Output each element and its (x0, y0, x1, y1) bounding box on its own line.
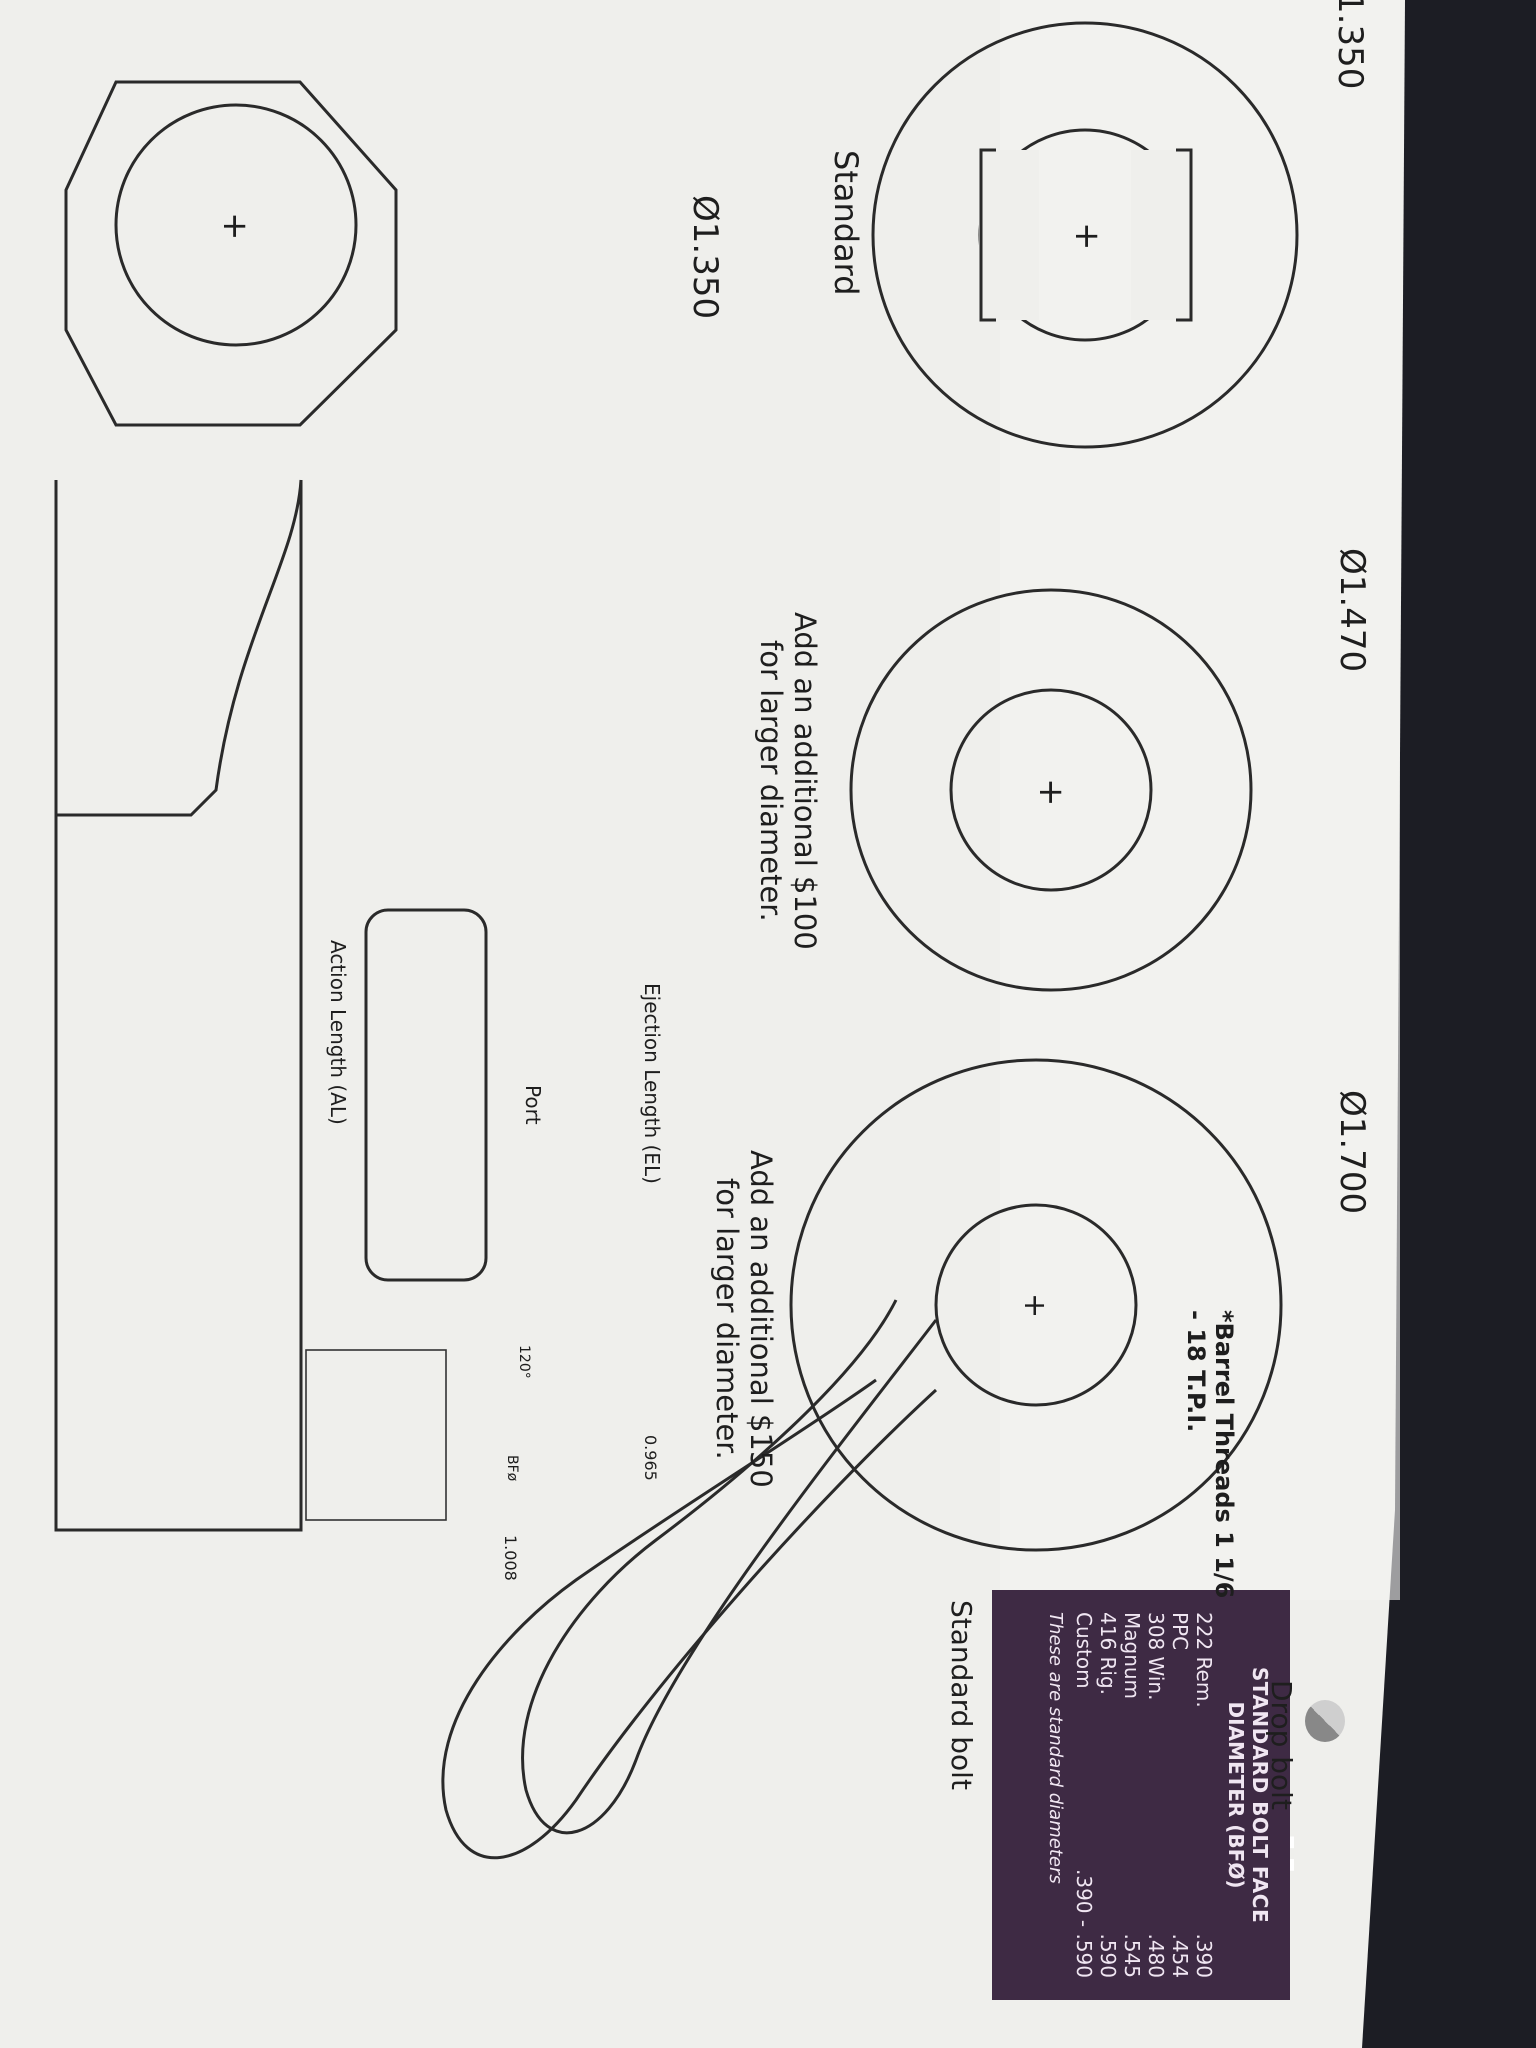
dim-medium-1470: Ø1.470 (1332, 548, 1372, 673)
bolt-face-table: STANDARD BOLT FACE DIAMETER (BFØ) 222 Re… (992, 1590, 1290, 2000)
label-action-length: Action Length (AL) (326, 940, 350, 1125)
dim-top-1350: 1.350 (1330, 0, 1370, 90)
svg-text:+: + (1031, 778, 1071, 807)
dim-std-octagon: Ø1.350 (685, 195, 725, 320)
svg-text:+: + (215, 212, 255, 241)
dim-large-1700: Ø1.700 (1332, 1090, 1372, 1215)
dim-0965: 0.965 (641, 1435, 660, 1481)
label-add100: Add an additional $100 for larger diamet… (754, 612, 822, 950)
label-standard-bolt: Standard bolt (945, 1600, 978, 1790)
label-bf-diameter: BFø (504, 1455, 520, 1482)
drop-bolt-handle (441, 1299, 938, 1860)
label-ejection-length: Ejection Length (EL) (640, 983, 664, 1184)
label-barrel-threads: *Barrel Threads 1 1/6 - 18 T.P.I. (1182, 1310, 1238, 1599)
table-rows: 222 Rem..390 PPC.454 308 Win..480 Magnum… (1072, 1612, 1216, 1978)
label-drop-bolt: Drop bolt (1265, 1680, 1298, 1810)
action-side-view (54, 479, 488, 1532)
add150-line1: Add an additional $150 (744, 1150, 778, 1488)
bolt-face-standard-round: + (871, 21, 1299, 449)
label-add150: Add an additional $150 for larger diamet… (710, 1150, 778, 1488)
table-row: 416 Rig..590 (1096, 1612, 1120, 1978)
add150-line2: for larger diameter. (710, 1178, 744, 1460)
table-title-line2: DIAMETER (BFØ) (1224, 1701, 1248, 1889)
label-port: Port (521, 1085, 545, 1125)
table-row: PPC.454 (1168, 1612, 1192, 1978)
table-row: 222 Rem..390 (1192, 1612, 1216, 1978)
label-standard: Standard (827, 150, 865, 296)
label-angle-120: 120° (516, 1345, 532, 1379)
add100-line2: for larger diameter. (754, 640, 788, 922)
bolt-face-standard-octagon: + (64, 80, 398, 427)
bolt-face-medium-round: + (849, 588, 1253, 992)
table-row: 308 Win..480 (1144, 1612, 1168, 1978)
add100-line1: Add an additional $100 (788, 612, 822, 950)
logo-mark-icon (1305, 1700, 1345, 1742)
svg-text:+: + (1017, 1293, 1052, 1318)
svg-text:+: + (1067, 222, 1107, 251)
table-row: Custom.390 - .590 (1072, 1612, 1096, 1978)
bolt-face-large-round: + (789, 1058, 1283, 1552)
table-note: These are standard diameters (1045, 1612, 1066, 1884)
dim-1008: 1.008 (501, 1535, 520, 1581)
table-row: Magnum.545 (1120, 1612, 1144, 1978)
